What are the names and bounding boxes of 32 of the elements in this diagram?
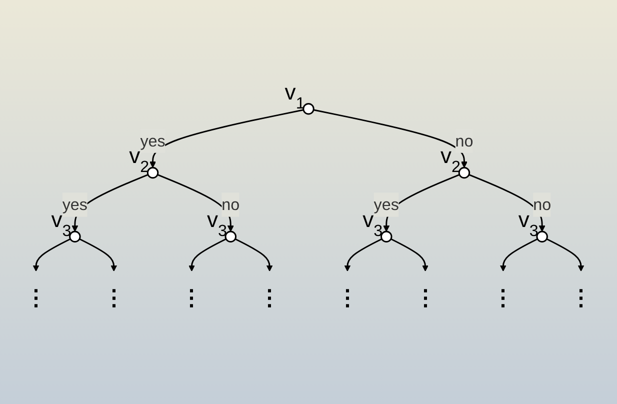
node-text: ⋮ [570, 286, 592, 310]
arrow [32, 238, 71, 272]
node-circle [302, 102, 314, 115]
arrow [390, 238, 429, 272]
node-text: ⋮ [492, 286, 514, 310]
node-circle [536, 230, 548, 243]
arrow [150, 109, 304, 168]
edge-label: no [533, 196, 552, 214]
node-circle [380, 230, 392, 243]
node-circle [146, 166, 159, 179]
arrow [313, 109, 468, 168]
arrow [546, 238, 584, 272]
edge-label: no [455, 132, 474, 150]
arrow [79, 238, 118, 272]
edge-label: yes [62, 196, 88, 214]
node-circle [224, 230, 237, 243]
edge-label: no [222, 196, 240, 214]
node-text: ⋮ [258, 286, 281, 310]
arrow [500, 238, 538, 272]
arrow [234, 238, 273, 272]
node-text: ⋮ [336, 286, 358, 310]
arrow [188, 238, 226, 272]
node-text: ⋮ [102, 286, 125, 310]
node-text: ⋮ [24, 286, 48, 310]
node-text: ⋮ [180, 286, 203, 310]
node-text: ⋮ [414, 286, 436, 310]
node-circle [69, 230, 81, 243]
node-circle [458, 166, 470, 179]
edge-label: yes [140, 132, 166, 150]
arrow [344, 238, 382, 272]
edge-label: yes [374, 196, 399, 214]
node-label: v$_{1}$ [284, 79, 305, 112]
